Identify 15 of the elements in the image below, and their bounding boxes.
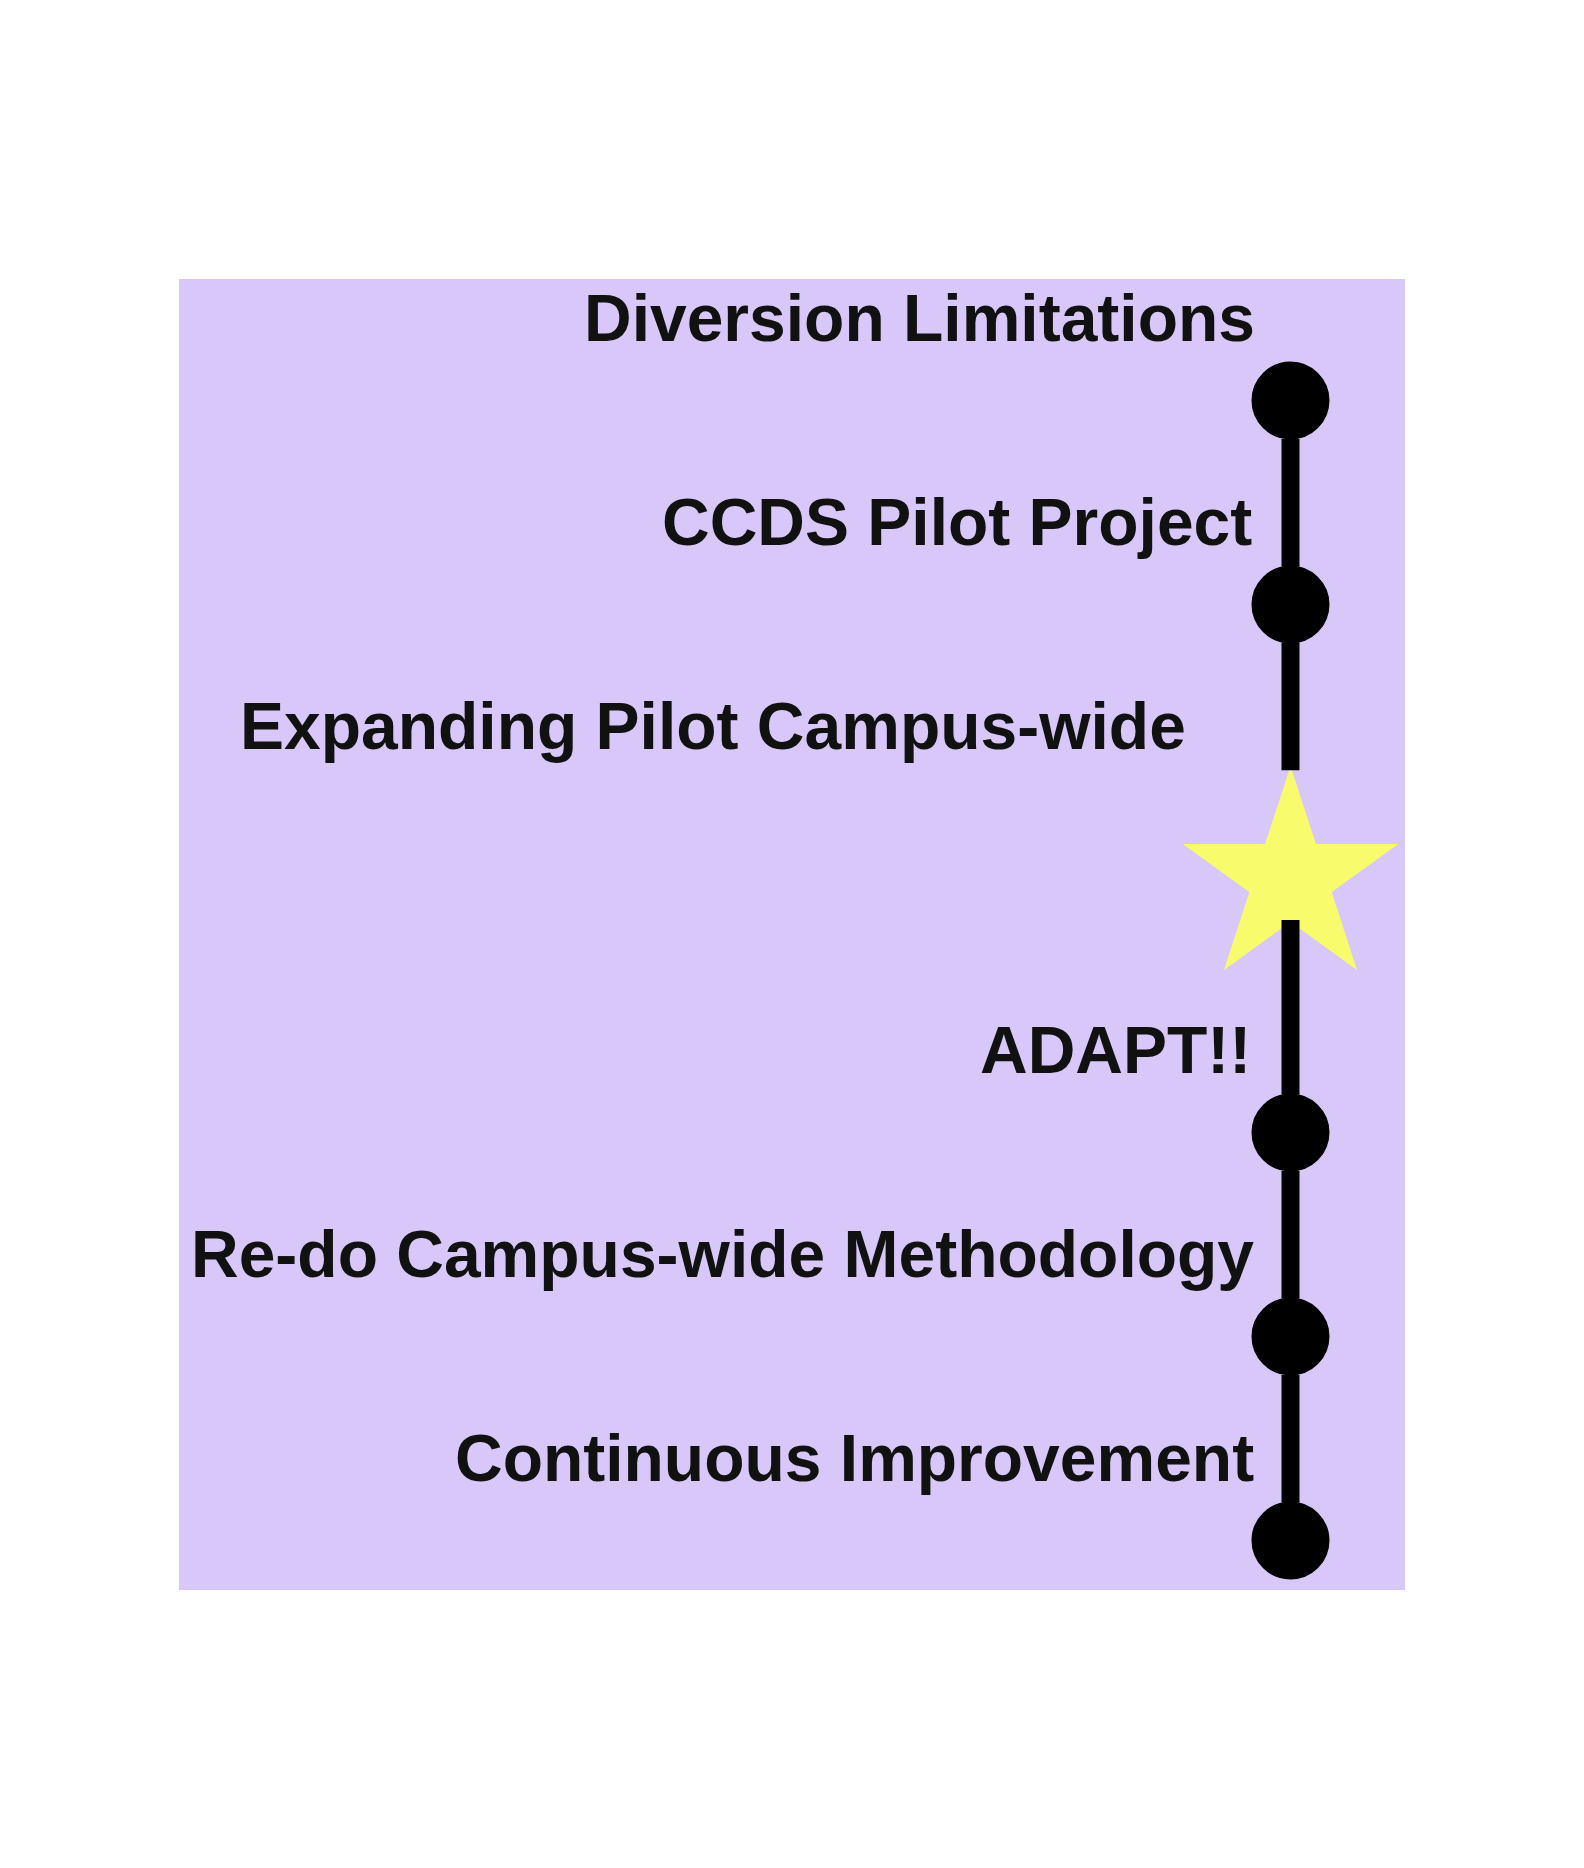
node-circle: [1251, 361, 1330, 439]
connector: [1281, 1374, 1300, 1502]
connector: [1281, 641, 1300, 770]
connector: [1281, 438, 1300, 566]
node-label: Diversion Limitations: [584, 280, 1255, 355]
node-label: Expanding Pilot Campus-wide: [239, 688, 1186, 763]
connector: [1281, 1170, 1300, 1298]
node-circle: [1251, 1093, 1330, 1171]
node-circle: [1251, 565, 1330, 643]
node-circle: [1251, 1501, 1330, 1579]
node-label: ADAPT!!: [979, 1012, 1252, 1087]
node-circle: [1251, 1297, 1330, 1375]
node-label: Re-do Campus-wide Methodology: [191, 1216, 1255, 1291]
node-label: CCDS Pilot Project: [662, 484, 1253, 559]
node-label: Continuous Improvement: [455, 1420, 1255, 1495]
